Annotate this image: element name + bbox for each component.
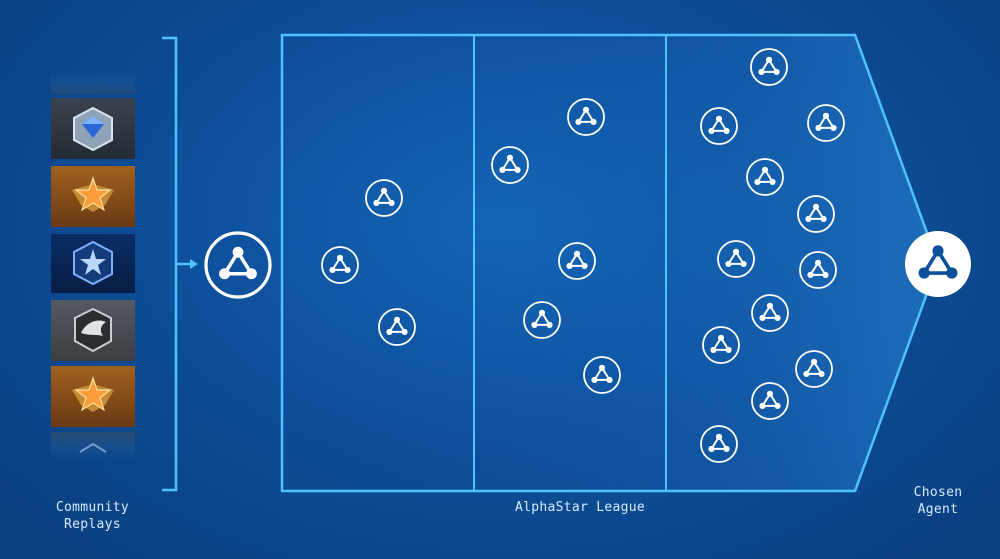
league-agent-icon [583, 356, 621, 394]
initial-agent [204, 231, 272, 299]
league-agent-icon [558, 242, 596, 280]
league-agent-icon [491, 146, 529, 184]
replays-bracket [162, 36, 178, 492]
initial-agent-icon [204, 231, 272, 299]
chosen-label-line1: Chosen [913, 485, 963, 500]
faded-top-badge [51, 72, 135, 94]
blue-star-badge [51, 234, 135, 293]
league-arrow-shape [280, 33, 940, 493]
bracket-arrow [176, 259, 198, 269]
league-agent-icon [751, 294, 789, 332]
faded-bottom-badge [51, 432, 135, 460]
league-agent-icon [799, 251, 837, 289]
chosen-agent-label: Chosen Agent [893, 484, 983, 518]
chosen-agent-icon [905, 231, 971, 297]
gold-star-badge-2 [51, 366, 135, 427]
league-agent-icon [751, 382, 789, 420]
diamond-badge [51, 98, 135, 159]
silver-eagle-badge [51, 300, 135, 361]
community-replays-label: Community Replays [40, 499, 145, 533]
league-agent-icon [797, 195, 835, 233]
league-agent-icon [746, 158, 784, 196]
league-agents [321, 48, 845, 463]
league-agent-icon [365, 179, 403, 217]
league-agent-icon [523, 301, 561, 339]
league-agent-icon [750, 48, 788, 86]
league-agent-icon [717, 240, 755, 278]
league-agent-icon [700, 425, 738, 463]
rank-badges-column [51, 72, 135, 460]
chosen-label-line2: Agent [917, 502, 959, 517]
league-agent-icon [702, 326, 740, 364]
community-label-line1: Community [55, 500, 130, 515]
chosen-agent [905, 231, 971, 297]
gold-star-badge [51, 166, 135, 227]
league-agent-icon [378, 308, 416, 346]
league-agent-icon [795, 350, 833, 388]
alphastar-league-label: AlphaStar League [470, 499, 690, 516]
community-label-line2: Replays [64, 517, 121, 532]
league-label-text: AlphaStar League [514, 500, 646, 515]
league-agent-icon [807, 104, 845, 142]
league-agent-icon [321, 246, 359, 284]
league-agent-icon [567, 98, 605, 136]
league-agent-icon [700, 107, 738, 145]
